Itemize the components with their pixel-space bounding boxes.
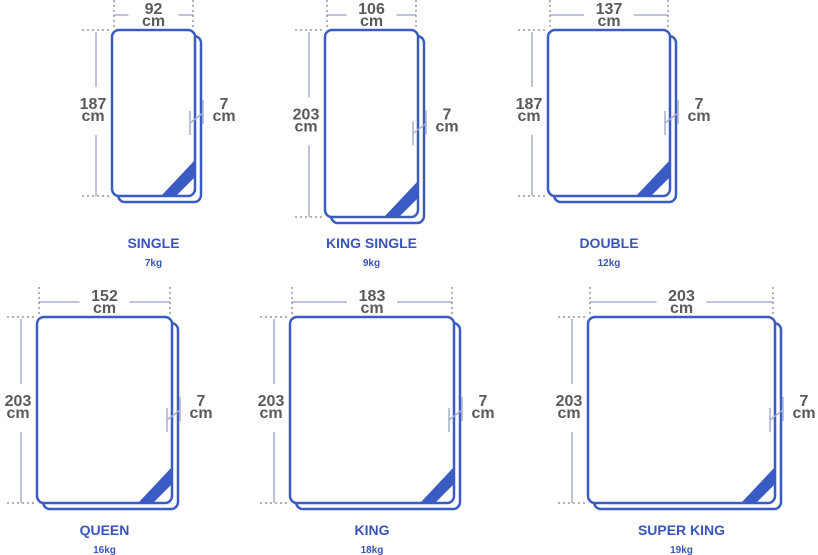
length-unit: cm [6, 405, 29, 422]
corner-label-stripe [162, 161, 194, 195]
width-value: 137 [596, 1, 623, 18]
depth-line [664, 112, 679, 124]
mattress-weight: 12kg [598, 258, 621, 269]
width-value: 203 [668, 288, 695, 305]
mattress-top [288, 315, 456, 505]
length-value: 203 [258, 393, 285, 410]
mattress-name: DOUBLE [579, 235, 638, 251]
mattress-top [110, 28, 197, 198]
mattress-weight: 19kg [670, 545, 693, 555]
width-unit: cm [142, 13, 165, 30]
depth-unit: cm [687, 108, 710, 125]
depth-value: 7 [220, 96, 229, 113]
length-value: 203 [5, 393, 32, 410]
depth-line [189, 112, 204, 124]
mattress-weight: 18kg [361, 545, 384, 555]
corner-label-stripe [139, 468, 171, 502]
depth-line [166, 409, 181, 421]
depth-value: 7 [695, 96, 704, 113]
mattress-top [546, 28, 672, 198]
width-value: 92 [145, 1, 163, 18]
depth-line [448, 409, 463, 421]
corner-label-stripe [385, 182, 417, 216]
depth-value: 7 [197, 393, 206, 410]
mattress-top [586, 315, 777, 505]
depth-unit: cm [212, 108, 235, 125]
width-unit: cm [93, 300, 116, 317]
width-value: 106 [358, 1, 385, 18]
mattress-name: KING [355, 522, 390, 538]
mattress-weight: 9kg [363, 258, 380, 269]
width-unit: cm [670, 300, 693, 317]
depth-value: 7 [443, 107, 452, 124]
mattress-name: QUEEN [80, 522, 130, 538]
length-value: 203 [293, 107, 320, 124]
depth-unit: cm [189, 405, 212, 422]
length-unit: cm [517, 108, 540, 125]
depth-unit: cm [471, 405, 494, 422]
mattress-weight: 16kg [93, 545, 116, 555]
width-value: 152 [91, 288, 118, 305]
depth-unit: cm [435, 119, 458, 136]
mattress-top [323, 28, 420, 219]
mattress-name: SUPER KING [638, 522, 725, 538]
depth-value: 7 [800, 393, 809, 410]
width-unit: cm [360, 300, 383, 317]
depth-value: 7 [479, 393, 488, 410]
depth-line [412, 122, 427, 135]
width-unit: cm [597, 13, 620, 30]
depth-unit: cm [792, 405, 815, 422]
length-unit: cm [81, 108, 104, 125]
width-value: 183 [359, 288, 386, 305]
width-unit: cm [360, 13, 383, 30]
mattress-name: KING SINGLE [326, 235, 417, 251]
length-value: 187 [80, 96, 107, 113]
length-value: 187 [516, 96, 543, 113]
length-unit: cm [294, 119, 317, 136]
length-value: 203 [556, 393, 583, 410]
length-unit: cm [557, 405, 580, 422]
corner-label-stripe [637, 161, 669, 195]
mattress-top [35, 315, 174, 505]
mattress-weight: 7kg [145, 258, 162, 269]
length-unit: cm [259, 405, 282, 422]
corner-label-stripe [742, 468, 774, 502]
corner-label-stripe [421, 468, 453, 502]
mattress-name: SINGLE [127, 235, 179, 251]
depth-line [769, 409, 784, 421]
